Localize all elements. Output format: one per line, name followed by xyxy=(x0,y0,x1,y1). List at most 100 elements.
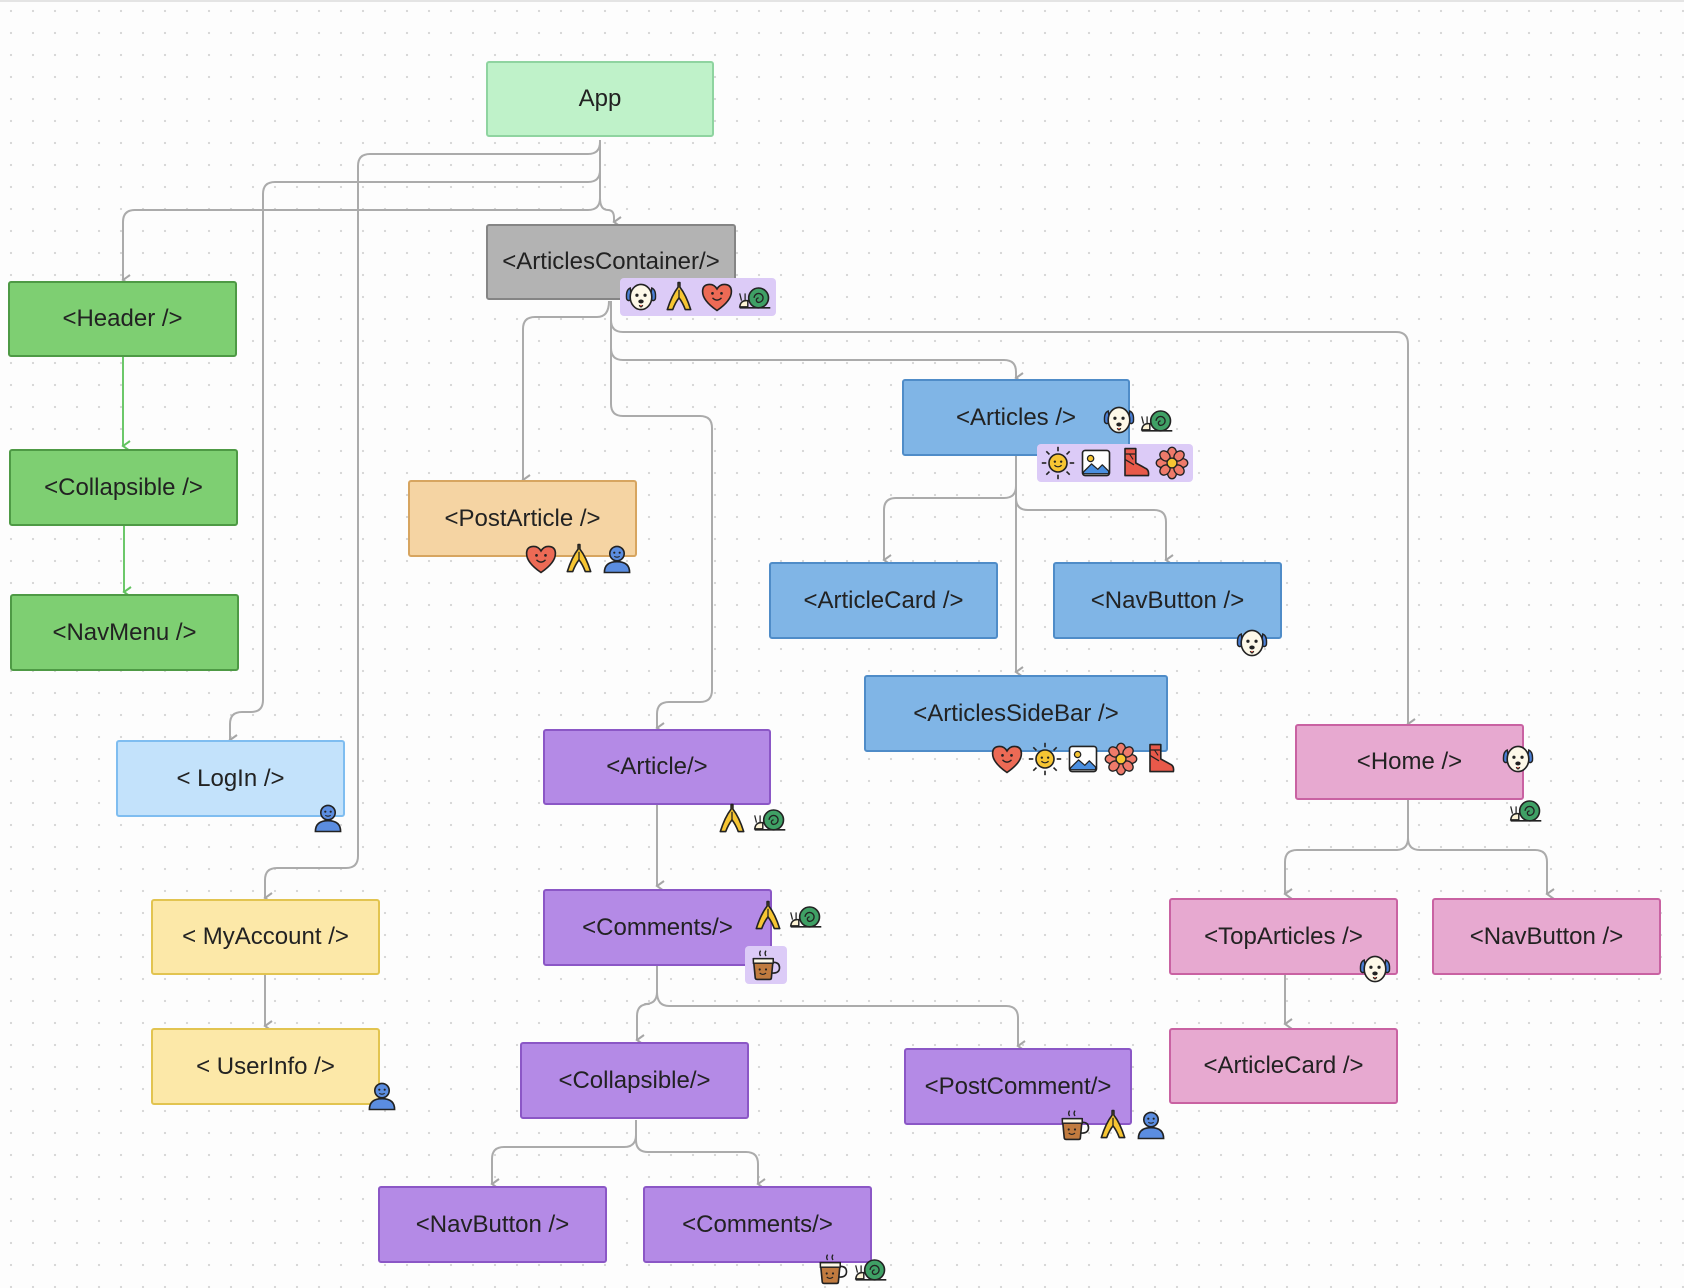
node-label: <Comments/> xyxy=(682,1210,833,1238)
node-label: <ArticlesContainer/> xyxy=(502,248,720,275)
badge-group-articles-sidebar xyxy=(986,740,1180,778)
node-post-comment[interactable]: <PostComment/> xyxy=(904,1048,1132,1125)
snail-icon xyxy=(737,279,773,315)
sun-icon xyxy=(1027,741,1063,777)
badge-group-articles-b xyxy=(1037,444,1193,482)
node-app[interactable]: App xyxy=(486,61,714,137)
node-label: < UserInfo /> xyxy=(196,1052,335,1080)
badge-group-top-articles xyxy=(1354,950,1396,988)
edge-app-articlescontainer xyxy=(599,140,622,228)
edge-articles-articlecard xyxy=(882,456,1017,566)
node-label: <Home /> xyxy=(1356,748,1463,775)
node-my-account[interactable]: < MyAccount /> xyxy=(151,899,380,975)
node-user-info[interactable]: < UserInfo /> xyxy=(151,1028,380,1105)
badge-group-articles-container xyxy=(620,278,776,316)
user-icon xyxy=(364,1078,400,1114)
node-comments[interactable]: <Comments/> xyxy=(543,889,772,966)
node-label: <ArticleCard /> xyxy=(803,586,964,614)
node-article-card-pink[interactable]: <ArticleCard /> xyxy=(1169,1028,1398,1104)
node-header[interactable]: <Header /> xyxy=(8,281,237,357)
node-label: <PostArticle /> xyxy=(444,504,601,532)
boot-icon xyxy=(1141,741,1177,777)
flower-icon xyxy=(1154,445,1190,481)
top-divider xyxy=(0,0,1684,2)
node-label: <Comments/> xyxy=(582,913,733,941)
edge-ac-home xyxy=(610,301,1416,730)
banana-icon xyxy=(714,801,750,837)
snail-icon xyxy=(853,1251,889,1287)
node-label: <NavMenu /> xyxy=(52,618,197,646)
edge-collapsible-comments xyxy=(635,1120,766,1190)
coffee-icon xyxy=(815,1251,851,1287)
node-navmenu[interactable]: <NavMenu /> xyxy=(10,594,239,671)
badge-group-articles-a xyxy=(1098,401,1178,439)
image-icon xyxy=(1065,741,1101,777)
node-article-card-blue[interactable]: <ArticleCard /> xyxy=(769,562,998,639)
node-articles[interactable]: <Articles /> xyxy=(902,379,1130,456)
heart-icon xyxy=(523,541,559,577)
dog-icon xyxy=(623,279,659,315)
node-label: < MyAccount /> xyxy=(182,923,349,950)
node-label: <Articles /> xyxy=(955,403,1077,431)
badge-group-user-info xyxy=(361,1077,403,1115)
node-label: <TopArticles /> xyxy=(1204,922,1363,950)
dog-icon xyxy=(1500,741,1536,777)
node-article[interactable]: <Article/> xyxy=(543,729,771,805)
boot-icon xyxy=(1116,445,1152,481)
node-collapsible-purple[interactable]: <Collapsible/> xyxy=(520,1042,749,1119)
node-label: App xyxy=(578,85,622,112)
edge-ac-article xyxy=(610,301,713,734)
edge-app-header xyxy=(121,140,601,286)
node-top-articles[interactable]: <TopArticles /> xyxy=(1169,898,1398,975)
node-label: <Article/> xyxy=(606,753,708,780)
badge-group-comments-b xyxy=(745,946,787,984)
dog-icon xyxy=(1234,625,1270,661)
image-icon xyxy=(1078,445,1114,481)
edge-app-myaccount xyxy=(263,140,601,904)
snail-icon xyxy=(1508,792,1544,828)
flower-icon xyxy=(1103,741,1139,777)
edge-app-login xyxy=(228,140,601,746)
node-comments-child[interactable]: <Comments/> xyxy=(643,1186,872,1263)
badge-group-article xyxy=(711,800,791,838)
banana-icon xyxy=(661,279,697,315)
badge-group-login xyxy=(307,799,349,837)
node-label: <PostComment/> xyxy=(924,1072,1112,1100)
snail-icon xyxy=(752,801,788,837)
badge-group-post-article xyxy=(520,540,638,578)
node-login[interactable]: < LogIn /> xyxy=(116,740,345,817)
node-nav-button-purple[interactable]: <NavButton /> xyxy=(378,1186,607,1263)
user-icon xyxy=(599,541,635,577)
heart-icon xyxy=(699,279,735,315)
node-label: < LogIn /> xyxy=(176,764,285,792)
edge-collapsible-navbutton xyxy=(490,1120,637,1190)
node-label: <NavButton /> xyxy=(1469,922,1624,950)
node-label: <NavButton /> xyxy=(1090,586,1245,614)
node-home[interactable]: <Home /> xyxy=(1295,724,1524,800)
badge-group-post-comment xyxy=(1054,1106,1172,1144)
snail-icon xyxy=(1139,402,1175,438)
node-nav-button-blue[interactable]: <NavButton /> xyxy=(1053,562,1282,639)
banana-icon xyxy=(561,541,597,577)
banana-icon xyxy=(1095,1107,1131,1143)
coffee-icon xyxy=(748,947,784,983)
badge-group-comments-a xyxy=(747,897,827,935)
snail-icon xyxy=(788,898,824,934)
dog-icon xyxy=(1101,402,1137,438)
heart-icon xyxy=(989,741,1025,777)
sun-icon xyxy=(1040,445,1076,481)
node-label: <Header /> xyxy=(62,305,183,332)
edge-home-navbutton xyxy=(1407,800,1555,900)
dog-icon xyxy=(1357,951,1393,987)
user-icon xyxy=(1133,1107,1169,1143)
user-icon xyxy=(310,800,346,836)
node-articles-sidebar[interactable]: <ArticlesSideBar /> xyxy=(864,675,1168,752)
badge-group-nav-button-blue xyxy=(1231,624,1273,662)
node-collapsible-green[interactable]: <Collapsible /> xyxy=(9,449,238,526)
edge-home-toparticles xyxy=(1283,800,1409,900)
node-label: <Collapsible /> xyxy=(44,473,203,501)
node-nav-button-pink[interactable]: <NavButton /> xyxy=(1432,898,1661,975)
node-post-article[interactable]: <PostArticle /> xyxy=(408,480,637,557)
badge-group-home-a xyxy=(1497,740,1539,778)
